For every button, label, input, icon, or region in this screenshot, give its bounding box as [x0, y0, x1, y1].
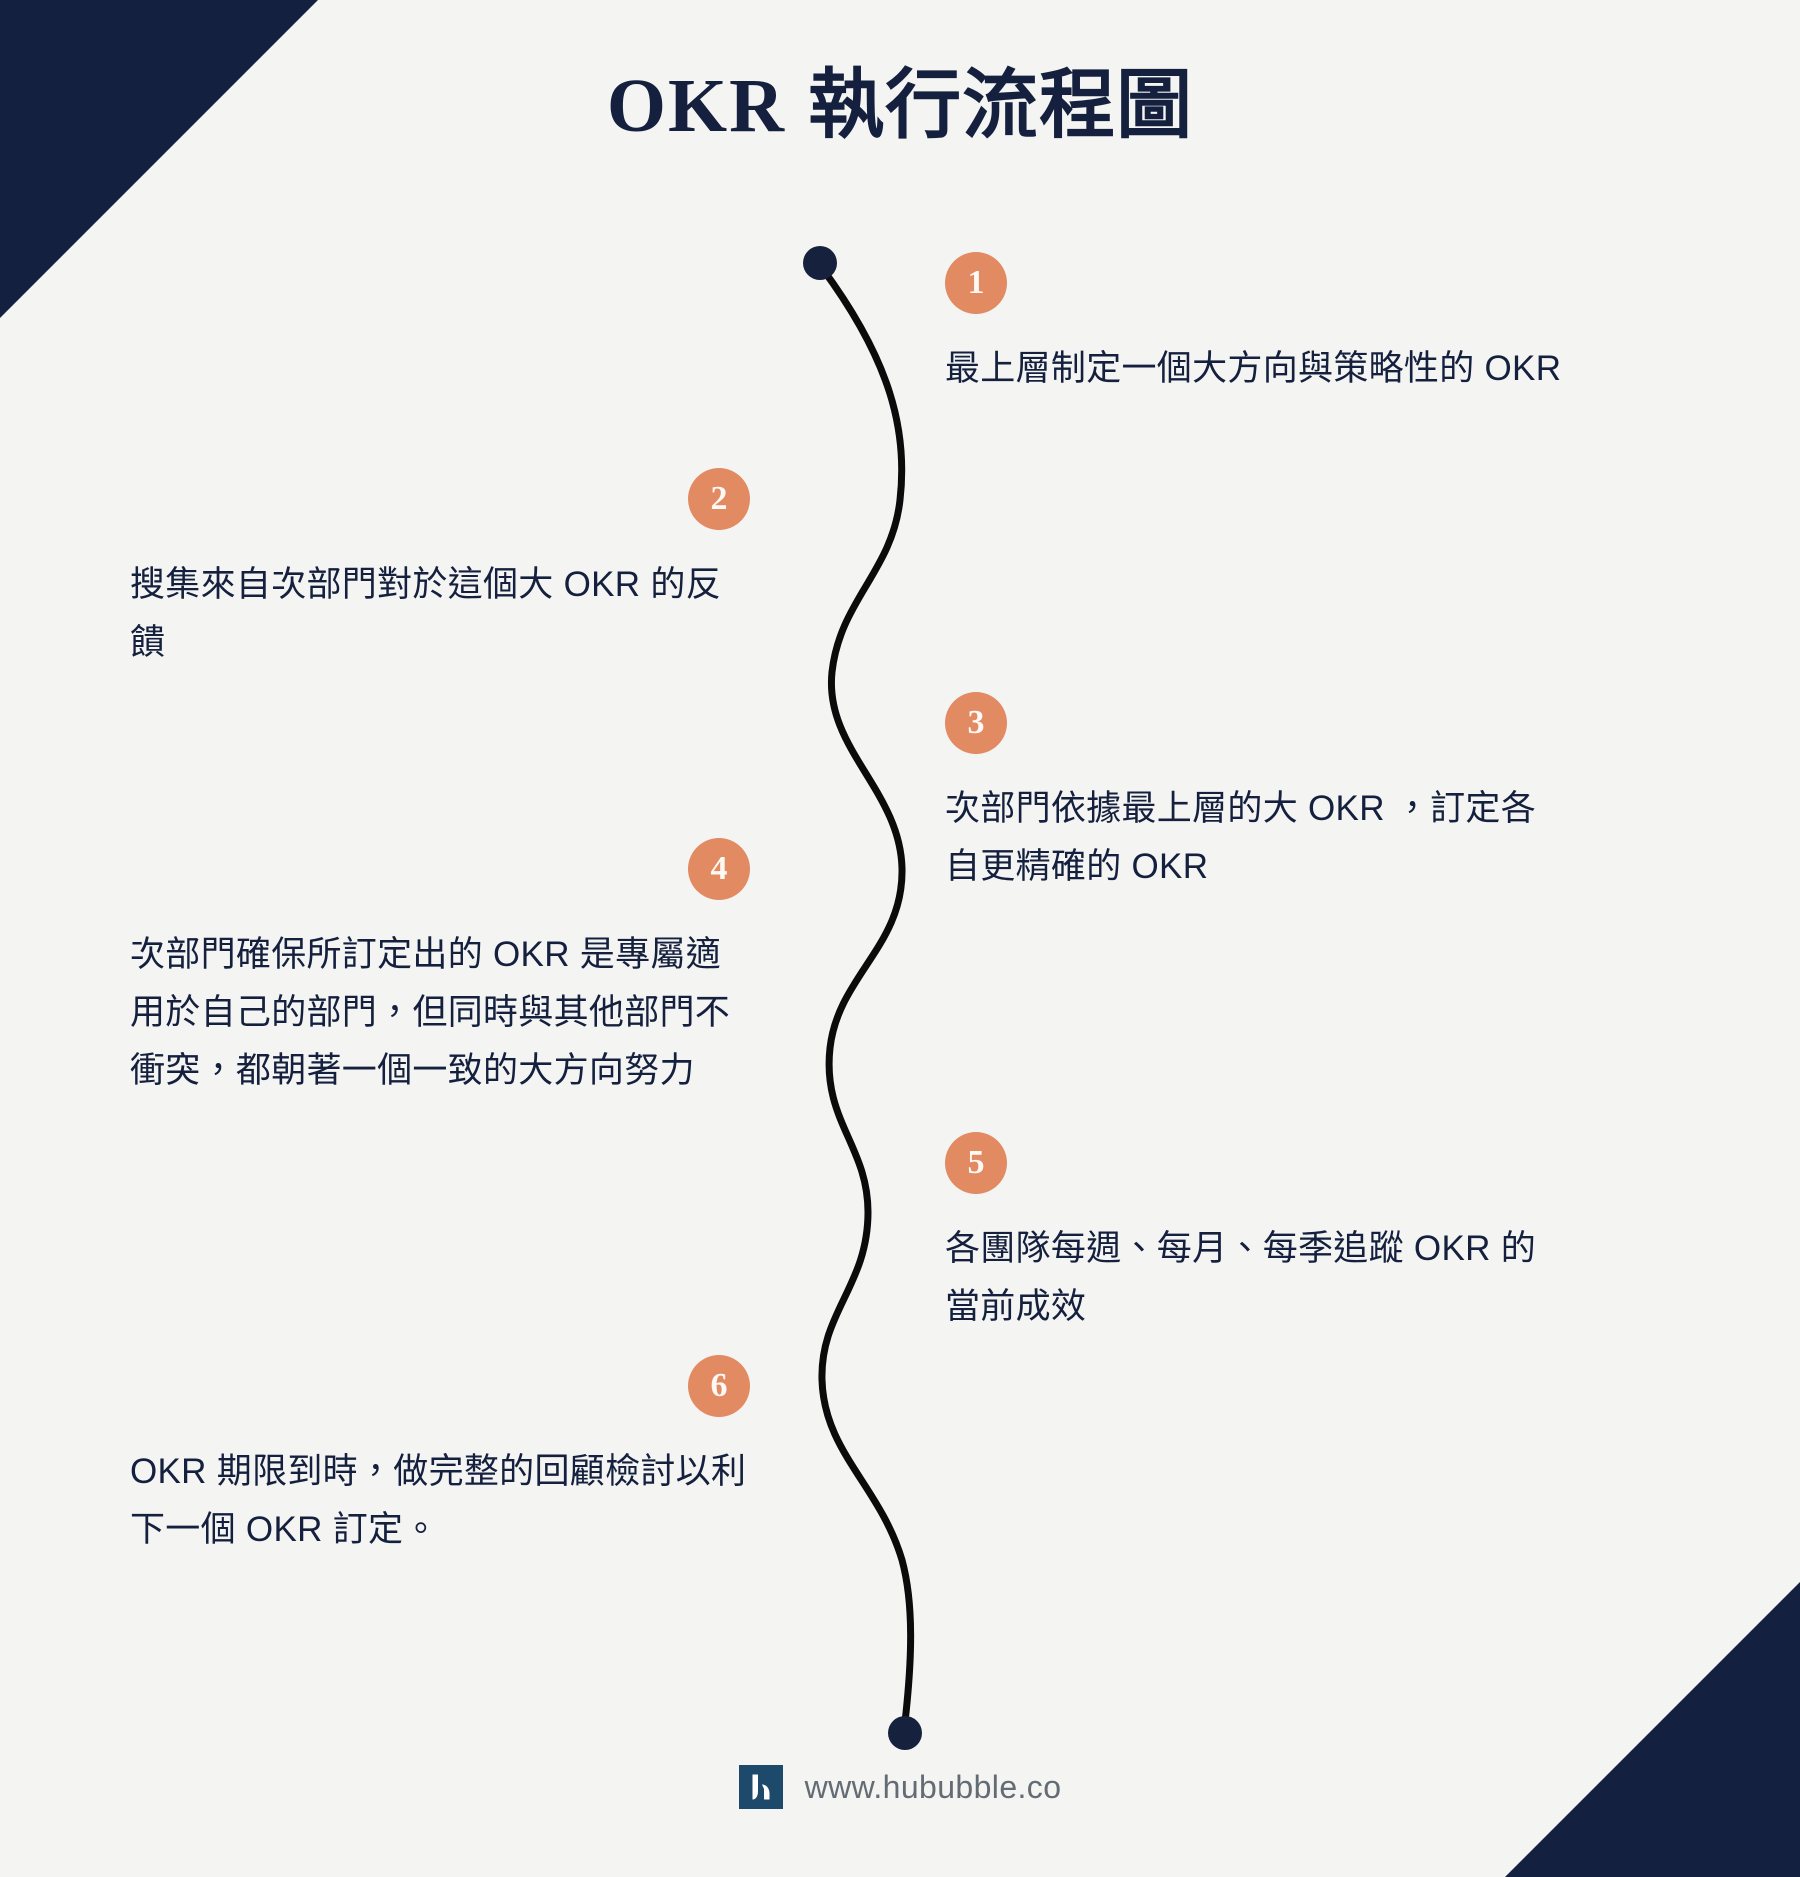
flow-step-3: 3 次部門依據最上層的大 OKR ，訂定各自更精確的 OKR [945, 692, 1565, 896]
flow-path-start-dot [803, 246, 837, 280]
flow-path-end-dot [888, 1716, 922, 1750]
step-text-4: 次部門確保所訂定出的 OKR 是專屬適用於自己的部門，但同時與其他部門不衝突，都… [130, 935, 731, 1090]
hububble-logo-icon [738, 1765, 783, 1809]
step-text-6: OKR 期限到時，做完整的回顧檢討以利下一個 OKR 訂定。 [130, 1452, 747, 1549]
step-number-badge-6: 6 [688, 1355, 750, 1417]
step-number-badge-2: 2 [688, 468, 750, 530]
flow-step-2: 2 搜集來自次部門對於這個大 OKR 的反饋 [130, 468, 750, 672]
footer: www.hububble.co [0, 1765, 1800, 1809]
flow-path-line [818, 264, 915, 1726]
step-number-badge-3: 3 [945, 692, 1007, 754]
step-number-badge-5: 5 [945, 1132, 1007, 1194]
page-title-cjk: 執行流程圖 [808, 63, 1194, 148]
step-text-2: 搜集來自次部門對於這個大 OKR 的反饋 [130, 565, 721, 662]
flow-step-5: 5 各團隊每週、每月、每季追蹤 OKR 的當前成效 [945, 1132, 1565, 1336]
flow-step-4: 4 次部門確保所訂定出的 OKR 是專屬適用於自己的部門，但同時與其他部門不衝突… [130, 838, 750, 1099]
step-number-badge-4: 4 [688, 838, 750, 900]
step-text-1: 最上層制定一個大方向與策略性的 OKR [945, 349, 1562, 388]
corner-triangle-top-left [0, 0, 318, 318]
flow-step-1: 1 最上層制定一個大方向與策略性的 OKR [945, 252, 1565, 398]
page-title-latin: OKR [606, 64, 786, 148]
corner-triangle-bottom-right [1505, 1582, 1800, 1877]
flow-step-6: 6 OKR 期限到時，做完整的回顧檢討以利下一個 OKR 訂定。 [130, 1355, 750, 1559]
step-text-3: 次部門依據最上層的大 OKR ，訂定各自更精確的 OKR [945, 789, 1536, 886]
footer-url: www.hububble.co [804, 1768, 1062, 1805]
step-number-badge-1: 1 [945, 252, 1007, 314]
step-text-5: 各團隊每週、每月、每季追蹤 OKR 的當前成效 [945, 1229, 1536, 1326]
page-title: OKR 執行流程圖 [0, 62, 1800, 150]
